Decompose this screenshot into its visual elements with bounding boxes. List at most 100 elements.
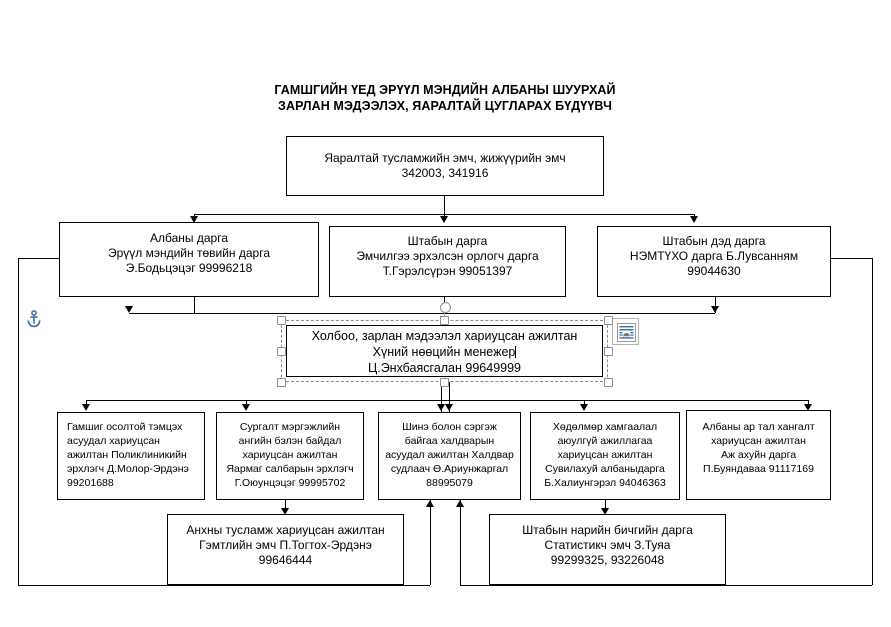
- resize-handle-se[interactable]: [604, 378, 613, 387]
- node-row4-2-line-3: хариуцсан ажилтан: [242, 449, 338, 461]
- connector-selected-down-b: [449, 382, 450, 412]
- arrow-to-row2-box-3: [690, 216, 698, 223]
- node-selected-textbox[interactable]: Холбоо, зарлан мэдээлэл хариуцсан ажилта…: [281, 320, 608, 382]
- node-row4-1[interactable]: Гамшиг осолтой тэмцэх асуудал хариуцсан …: [57, 412, 205, 500]
- connector-row4-d5: [808, 400, 809, 406]
- rail-left-top: [18, 258, 60, 259]
- node-row5-1[interactable]: Анхны тусламж хариуцсан ажилтан Гэмтлийн…: [167, 514, 404, 585]
- selected-line-1: Холбоо, зарлан мэдээлэл хариуцсан ажилта…: [311, 329, 578, 343]
- anchor-icon[interactable]: [26, 310, 42, 328]
- node-row5-2[interactable]: Штабын нарийн бичгийн дарга Статистикч э…: [489, 514, 726, 585]
- connector-row4-d2: [246, 400, 247, 406]
- arrow-up-left-rail: [426, 500, 434, 507]
- connector-to-row5-box-2: [605, 500, 606, 512]
- arrow-to-row4-box-1: [82, 404, 90, 411]
- node-row5-2-line-3: 99299325, 93226048: [550, 553, 665, 567]
- rail-right-riser: [460, 500, 461, 585]
- node-row4-3-line-4: судлаач Ө.Ариунжаргал: [390, 463, 509, 475]
- layout-options-icon[interactable]: [612, 318, 639, 345]
- node-row2-2-line-2: Эмчилгээ эрхэлсэн орлогч дарга: [356, 249, 539, 263]
- node-row5-1-line-3: 99646444: [258, 553, 313, 567]
- node-row2-1-line-2: Эрүүл мэндийн төвийн дарга: [107, 246, 271, 260]
- node-row4-1-line-3: ажилтан Поликлиникийн: [67, 449, 187, 461]
- arrow-up-right-rail: [456, 500, 464, 507]
- arrow-to-row5-box-2: [601, 508, 609, 515]
- node-row4-5-line-4: П.Буяндаваа 91117169: [703, 463, 814, 475]
- selected-line-2: Хүний нөөцийн менежер: [372, 345, 516, 359]
- node-row4-2-line-5: Г.Оюунцэцэг 99995702: [234, 477, 346, 489]
- node-root-line-1: Яаралтай тусламжийн эмч, жижүүрийн эмч: [324, 151, 566, 165]
- rail-left-riser: [430, 500, 431, 585]
- node-row4-1-line-1: Гамшиг осолтой тэмцэх: [67, 421, 183, 433]
- resize-handle-s[interactable]: [440, 378, 449, 387]
- node-root[interactable]: Яаралтай тусламжийн эмч, жижүүрийн эмч 3…: [286, 136, 604, 196]
- arrow-to-row4-box-2: [242, 404, 250, 411]
- node-row4-5[interactable]: Албаны ар тал хангалт хариуцсан ажилтан …: [686, 410, 831, 500]
- connector-row4-d4: [584, 400, 585, 406]
- node-row4-5-line-1: Албаны ар тал хангалт: [702, 421, 815, 433]
- node-row5-2-line-2: Статистикч эмч З.Туяа: [544, 538, 671, 552]
- resize-handle-e[interactable]: [604, 347, 613, 356]
- node-row2-3-line-1: Штабын дэд дарга: [662, 234, 766, 248]
- node-row4-3[interactable]: Шинэ болон сэргэж байгаа халдварын асууд…: [378, 412, 521, 500]
- page-title-line-1: ГАМШГИЙН ҮЕД ЭРҮҮЛ МЭНДИЙН АЛБАНЫ ШУУРХА…: [274, 83, 616, 97]
- node-row4-4-line-2: аюулгүй ажиллагаа: [557, 435, 653, 447]
- node-row2-3-line-2: НЭМТҮХО дарга Б.Лувсанням: [629, 249, 799, 263]
- selected-line-2-wrap: Хүний нөөцийн менежер: [288, 344, 601, 360]
- arrow-to-row2-box-2: [440, 216, 448, 223]
- page-title: ГАМШГИЙН ҮЕД ЭРҮҮЛ МЭНДИЙН АЛБАНЫ ШУУРХА…: [200, 82, 690, 114]
- node-row5-2-line-1: Штабын нарийн бичгийн дарга: [522, 523, 693, 537]
- resize-handle-ne[interactable]: [604, 316, 613, 325]
- selected-line-3: Ц.Энхбаясгалан 99649999: [367, 361, 522, 375]
- resize-handle-nw[interactable]: [277, 316, 286, 325]
- rail-right-bottom: [460, 585, 872, 586]
- connector-mid-bus: [129, 313, 715, 314]
- resize-handle-w[interactable]: [277, 347, 286, 356]
- rotate-handle[interactable]: [440, 302, 451, 313]
- node-row4-1-line-5: 99201688: [67, 477, 114, 489]
- rotate-handle-stem: [444, 310, 445, 319]
- resize-handle-sw[interactable]: [277, 378, 286, 387]
- arrow-to-row4-box-5: [804, 404, 812, 411]
- node-row2-3[interactable]: Штабын дэд дарга НЭМТҮХО дарга Б.Лувсанн…: [597, 226, 831, 297]
- arrow-to-row5-box-1: [281, 508, 289, 515]
- node-row2-2-line-3: Т.Гэрэлсүрэн 99051397: [382, 264, 513, 278]
- node-row4-2[interactable]: Сургалт мэргэжлийн ангийн бэлэн байдал х…: [216, 412, 364, 500]
- arrow-to-row4-box-3b: [445, 404, 453, 411]
- node-row4-2-line-4: Яармаг салбарын эрхлэгч: [226, 463, 354, 475]
- node-row4-3-line-2: байгаа халдварын: [404, 435, 495, 447]
- text-caret: [515, 346, 517, 358]
- node-row4-4-line-3: хариуцсан ажилтан: [557, 449, 653, 461]
- node-row2-2[interactable]: Штабын дарга Эмчилгээ эрхэлсэн орлогч да…: [329, 226, 566, 297]
- node-row5-1-line-1: Анхны тусламж хариуцсан ажилтан: [186, 523, 385, 537]
- node-row4-2-line-2: ангийн бэлэн байдал: [238, 435, 342, 447]
- node-row4-3-line-1: Шинэ болон сэргэж: [402, 421, 497, 433]
- connector-row2-3-down: [715, 297, 716, 313]
- node-row4-5-line-2: хариуцсан ажилтан: [711, 435, 806, 447]
- rail-right-vertical: [872, 258, 873, 585]
- connector-selected-down-a: [441, 382, 442, 412]
- rail-right-top: [830, 258, 872, 259]
- rail-left-bottom: [18, 585, 430, 586]
- node-row5-1-line-2: Гэмтлийн эмч П.Тогтох-Эрдэнэ: [199, 538, 372, 552]
- node-row4-4-line-1: Хөдөлмөр хамгаалал: [552, 421, 658, 433]
- node-row4-1-line-4: эрхлэгч Д.Молор-Эрдэнэ: [67, 463, 189, 475]
- node-row4-4[interactable]: Хөдөлмөр хамгаалал аюулгүй ажиллагаа хар…: [530, 412, 680, 500]
- node-row4-4-line-5: Б.Халиунгэрэл 94046363: [544, 477, 666, 489]
- node-row4-2-line-1: Сургалт мэргэжлийн: [239, 421, 341, 433]
- node-row4-4-line-4: Сувилахуй албаныдарга: [545, 463, 665, 475]
- node-row2-1-line-3: Э.Бодьцэцэг 99996218: [125, 261, 253, 275]
- page-title-line-2: ЗАРЛАН МЭДЭЭЛЭХ, ЯАРАЛТАЙ ЦУГЛАРАХ БҮДҮҮ…: [278, 99, 612, 113]
- layout-options-glyph: [617, 323, 636, 342]
- node-row2-3-line-3: 99044630: [687, 264, 741, 278]
- arrow-to-row4-box-3a: [437, 404, 445, 411]
- node-row4-5-line-3: Аж ахуйн дарга: [720, 449, 797, 461]
- connector-root-stem: [444, 196, 445, 214]
- node-row4-3-line-5: 88995079: [426, 477, 473, 489]
- arrow-mid-bus-right: [711, 306, 719, 313]
- connector-row4-d1: [86, 400, 87, 406]
- resize-handle-n[interactable]: [440, 316, 449, 325]
- node-row2-1[interactable]: Албаны дарга Эрүүл мэндийн төвийн дарга …: [59, 222, 319, 297]
- connector-to-row5-box-1: [285, 500, 286, 512]
